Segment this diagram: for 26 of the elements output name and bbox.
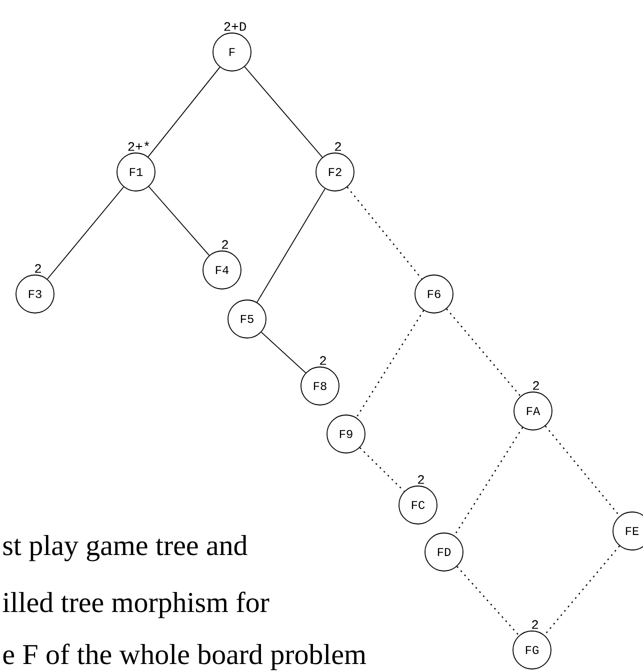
node-value: 2 — [320, 356, 326, 365]
tree-edge — [544, 426, 620, 516]
tree-edge — [544, 546, 620, 636]
caption-text: illed tree morphism for — [2, 592, 270, 618]
tree-edge — [148, 186, 210, 256]
node-value: 2 — [335, 142, 341, 151]
node-value: 2+* — [128, 141, 150, 151]
node-value: 2+D — [224, 22, 246, 31]
tree-edge — [456, 566, 520, 636]
caption-text: st play game tree and — [3, 534, 248, 562]
tree-edge — [446, 308, 521, 397]
tree-edge — [454, 427, 524, 536]
tree-edge — [244, 66, 323, 158]
node-value: 2 — [532, 620, 538, 629]
tree-edge — [356, 310, 424, 418]
tree-edge — [346, 186, 422, 280]
tree-edge — [359, 447, 405, 492]
tree-edge — [260, 332, 306, 374]
node-value: 2 — [418, 475, 424, 484]
tree-edge — [148, 66, 220, 158]
tree-edge — [256, 188, 326, 303]
node-value: 2 — [533, 381, 539, 390]
tree-edge — [46, 186, 124, 280]
node-value: 2 — [222, 240, 228, 249]
caption-text: e F of the whole board problem — [3, 644, 366, 670]
node-value: 2 — [35, 264, 41, 273]
